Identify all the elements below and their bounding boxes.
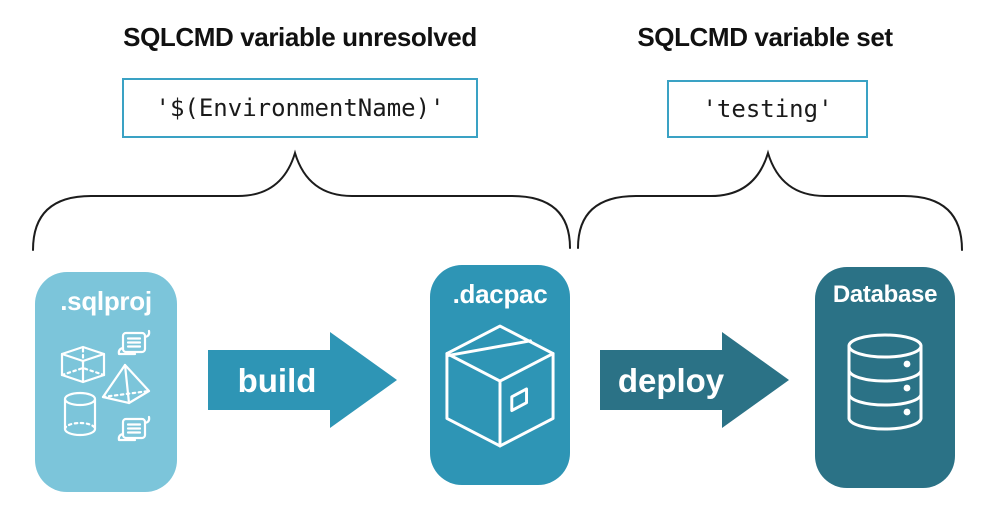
node-sqlproj: .sqlproj [35,272,177,492]
node-sqlproj-label: .sqlproj [60,286,152,316]
left-value-box: '$(EnvironmentName)' [122,78,478,138]
left-brace [32,149,571,251]
database-cylinder-icon [847,333,923,431]
deploy-arrow: deploy [600,332,789,428]
deploy-arrow-shape [600,332,789,428]
right-brace [577,149,963,251]
package-box-icon [445,324,555,448]
deploy-arrow-label: deploy [618,362,725,399]
build-arrow-label: build [238,362,317,399]
node-dacpac: .dacpac [430,265,570,485]
node-dacpac-label: .dacpac [452,279,548,309]
sql-project-objects-icon [60,329,151,442]
node-database-label: Database [832,281,938,308]
left-value-text: '$(EnvironmentName)' [155,94,445,122]
right-value-box: 'testing' [667,80,868,138]
build-arrow-shape [208,332,397,428]
build-arrow: build [208,332,397,428]
left-annotation-title: SQLCMD variable unresolved [123,22,477,52]
right-value-text: 'testing' [702,95,833,123]
right-annotation-title: SQLCMD variable set [637,22,893,52]
node-database: Database [815,267,955,488]
